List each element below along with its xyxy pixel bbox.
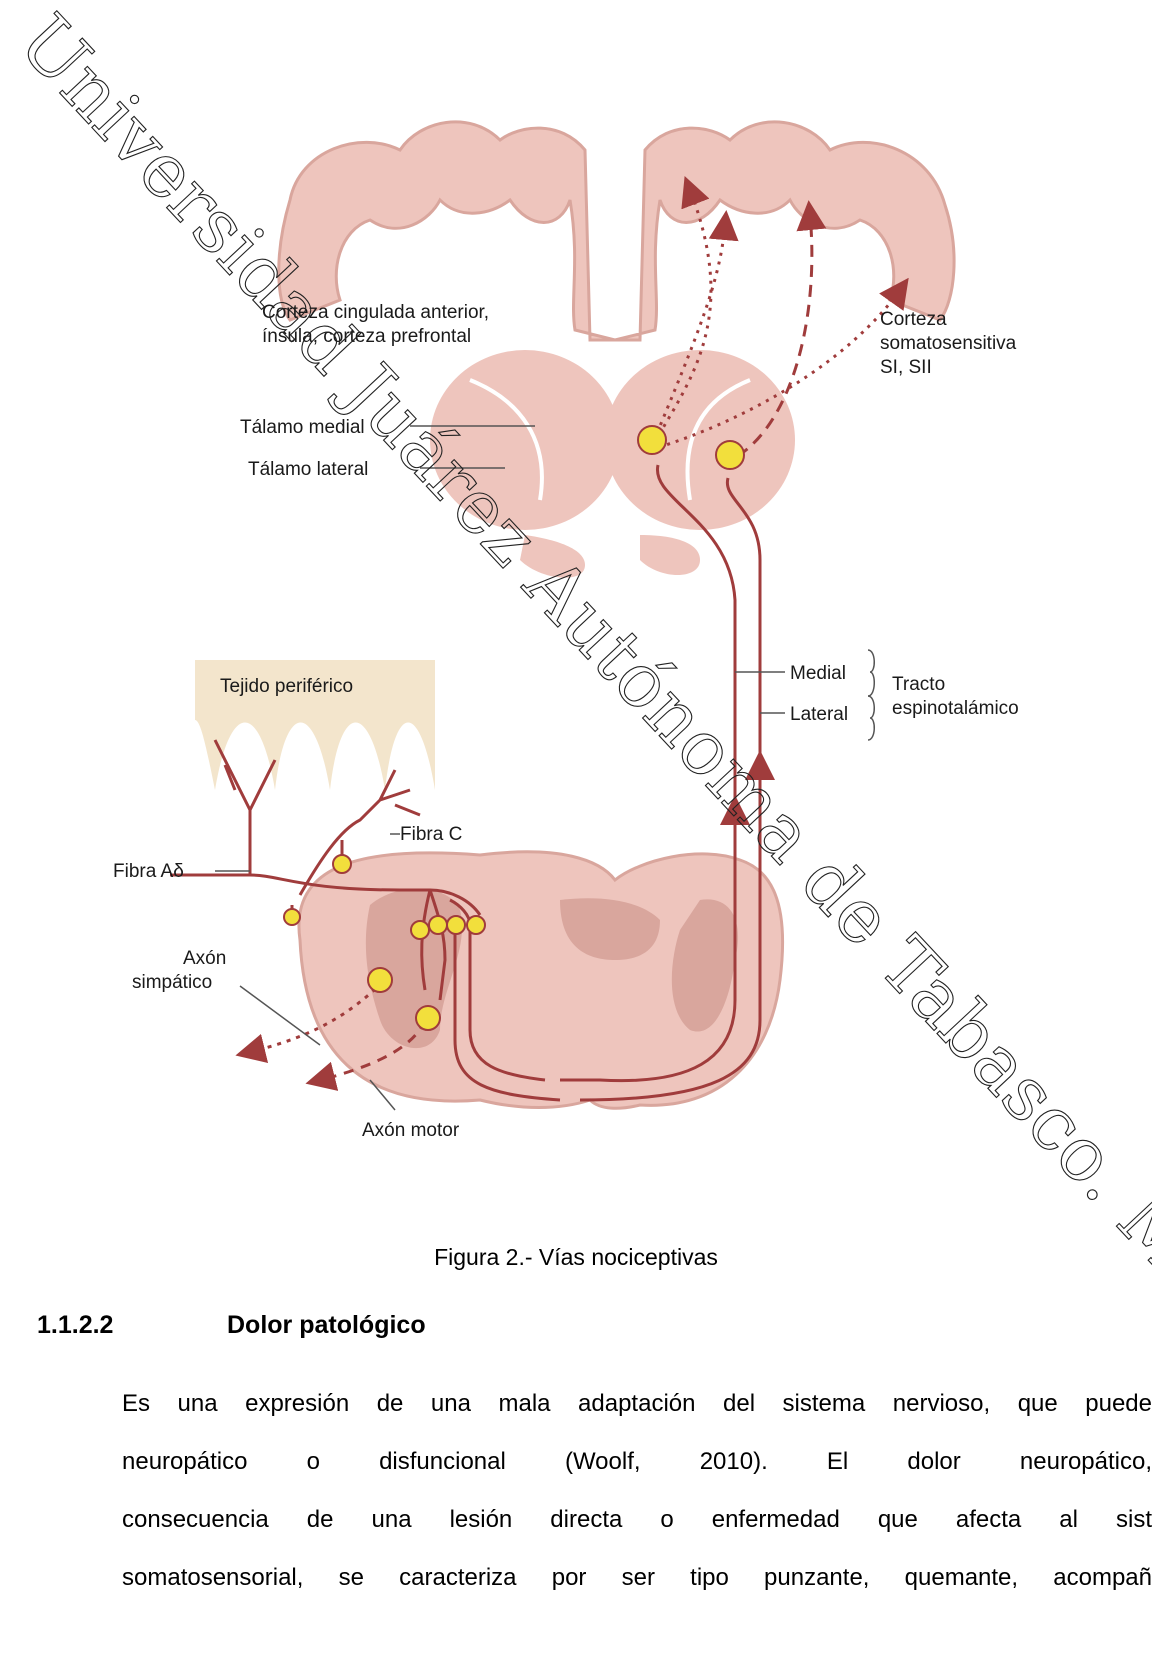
- cortex-somatosensory-label-2: somatosensitiva: [880, 333, 1017, 354]
- tract-medial-label: Medial: [790, 663, 846, 684]
- fiber-c-label: Fibra C: [400, 824, 462, 845]
- body-text-line: consecuencia de una lesión directa o enf…: [122, 1506, 1152, 1534]
- section-number: 1.1.2.2: [37, 1311, 227, 1340]
- cortex-somatosensory-label-3: SI, SII: [880, 357, 932, 378]
- body-text-line: neuropático o disfuncional (Woolf, 2010)…: [122, 1448, 1152, 1476]
- sympathetic-axon-label-1: Axón: [183, 948, 226, 969]
- figure-caption: Figura 2.- Vías nociceptivas: [0, 1244, 1152, 1271]
- cortex-somatosensory-label-1: Corteza: [880, 309, 947, 330]
- thalamus-lateral-label: Tálamo lateral: [248, 459, 368, 480]
- motor-axon-label: Axón motor: [362, 1120, 460, 1141]
- tract-name-label-1: Tracto: [892, 674, 945, 695]
- cortex-cingulate-label-2: ínsula, corteza prefrontal: [262, 326, 471, 347]
- fiber-ad-label: Fibra Aδ: [113, 861, 184, 882]
- body-text-line: Es una expresión de una mala adaptación …: [122, 1390, 1152, 1418]
- section-title: Dolor patológico: [227, 1311, 426, 1339]
- body-text-line: somatosensorial, se caracteriza por ser …: [122, 1564, 1152, 1592]
- peripheral-tissue-label: Tejido periférico: [220, 676, 353, 697]
- nociceptive-pathways-figure: Corteza cingulada anterior, ínsula, cort…: [0, 0, 1152, 1230]
- sympathetic-axon-label-2: simpático: [132, 972, 212, 993]
- tract-name-label-2: espinotalámico: [892, 698, 1019, 719]
- tract-lateral-label: Lateral: [790, 704, 848, 725]
- thalamus-medial-label: Tálamo medial: [240, 417, 365, 438]
- cortex-cingulate-label-1: Corteza cingulada anterior,: [262, 302, 489, 323]
